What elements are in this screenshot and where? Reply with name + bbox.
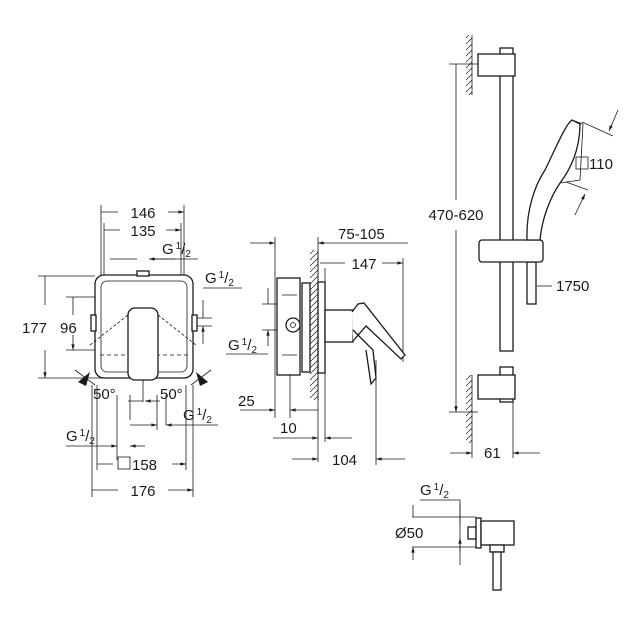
dim-110: 110 [589,156,613,173]
dim-96: 96 [60,320,77,337]
dim-147: 147 [351,256,376,273]
outlet-thread [467,526,477,540]
shower-hose [526,261,537,305]
dim-177: 177 [22,320,47,337]
dim-61-extensions [471,402,514,458]
shower-holder [478,239,544,263]
dim-110-extensions [565,121,614,191]
dim-110-arrow-top [608,109,619,132]
square-symbol-icon [117,456,131,470]
hose-nut [489,544,505,553]
wall-hatch-bottom [466,375,472,443]
rail-bracket-top [477,53,516,77]
hand-shower [526,119,581,241]
wall-hatch-top [466,35,472,95]
shower-rail-view: 470-620 110 1750 61 [428,35,619,462]
outlet-rosette [475,517,482,549]
dim-176: 176 [130,483,155,500]
right-connection [191,314,198,332]
angle-lines [74,369,212,386]
dim-135: 135 [130,223,155,240]
dim-25: 25 [238,393,255,410]
dim-470-620: 470-620 [428,207,483,224]
dim-50: Ø50 [395,525,423,542]
lever-swing-lines [89,314,197,346]
cover-plate [317,281,326,374]
square-symbol-icon [575,156,589,170]
box-details [282,294,297,356]
dim-158: 158 [132,457,157,474]
dim-104: 104 [332,452,357,469]
cartridge-centre [290,322,296,328]
rail-bracket-bottom [477,374,516,400]
angle-left: 50° [93,386,116,403]
angle-right: 50° [160,386,183,403]
dim-75-105: 75-105 [338,226,385,243]
dim-110-arrow-bottom [574,193,586,216]
rail-bar [499,47,514,352]
dim-146: 146 [130,205,155,222]
left-connection [90,314,97,332]
wall-hatch [310,250,318,400]
lever-side [351,302,406,386]
hose-length: 1750 [556,278,589,295]
dim-10: 10 [280,420,297,437]
outlet-hose [492,551,502,591]
top-connection [136,270,150,277]
outlet-elbow-body [480,520,515,546]
rail-extension-lines [449,63,478,413]
valve-body [324,309,354,343]
hand-shower-face [559,119,584,184]
lever-handle [127,307,159,381]
valve-cartridge [285,317,301,333]
mounting-plate [301,282,311,373]
dim-61: 61 [484,445,501,462]
